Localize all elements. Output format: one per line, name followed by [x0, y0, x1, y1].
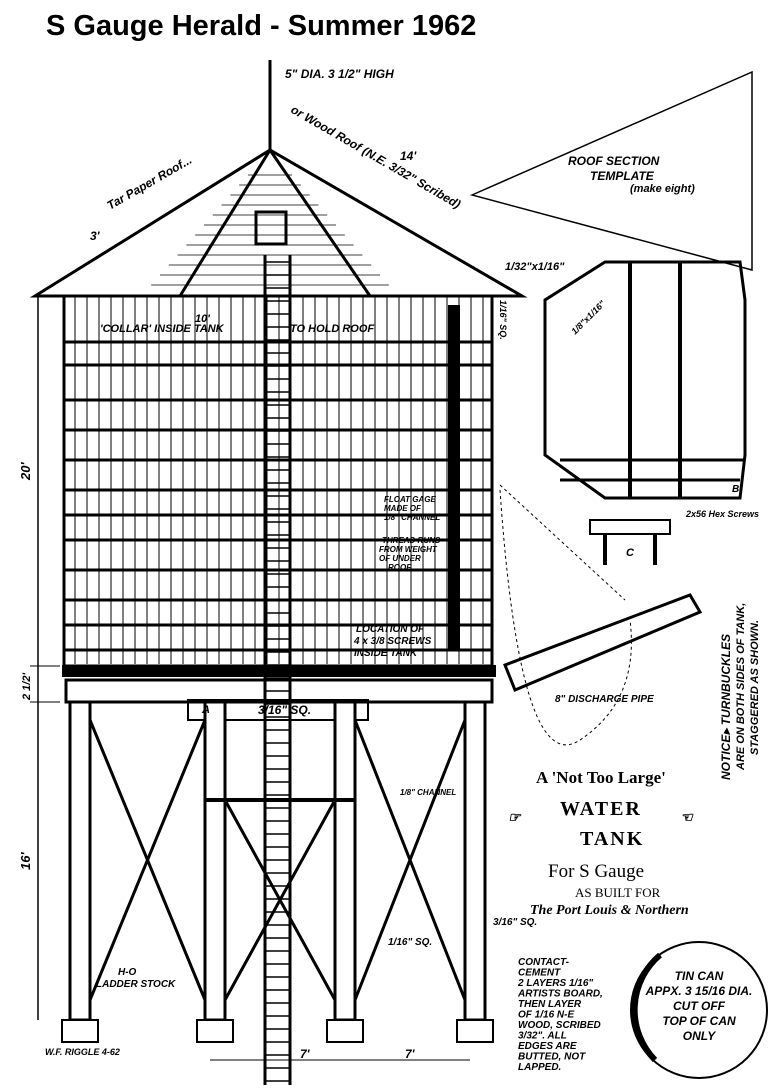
tower-post	[203, 700, 227, 1022]
signature: W.F. RIGGLE 4-62	[45, 1047, 120, 1057]
roof	[29, 60, 528, 298]
height-2-label: 2 1/2'	[21, 673, 33, 701]
note-line: LAPPED.	[518, 1062, 561, 1073]
float-label-1: FLOAT GAGE	[384, 495, 437, 504]
octagon-top-view	[543, 260, 747, 500]
note-line: CUT OFF	[673, 999, 726, 1013]
tin-can-circle	[630, 941, 768, 1079]
notice-line-3: STAGGERED AS SHOWN.	[749, 620, 761, 755]
thread-label-3: OF UNDER	[379, 554, 421, 563]
tower-post	[68, 700, 92, 1022]
note-line: OF 1/16 N-E	[518, 1010, 574, 1021]
trim-label: 1/32"x1/16"	[505, 261, 565, 273]
discharge-pipe	[499, 484, 703, 746]
section-label-2: 1/8"x1/16"	[569, 298, 607, 336]
note-line: 2 LAYERS 1/16"	[517, 978, 593, 989]
collar-label-2: TO HOLD ROOF	[290, 323, 374, 335]
wood-roof-label: or Wood Roof (N.E. 3/32" Scribed)	[289, 102, 464, 211]
marker-b: B	[732, 484, 739, 495]
note-line: CONTACT-	[518, 957, 570, 968]
template-label-1: ROOF SECTION	[568, 154, 660, 168]
ladder-label-1: H-O	[118, 967, 137, 978]
note-line: EDGES ARE	[518, 1041, 577, 1052]
width-label-2: 7'	[405, 1047, 416, 1061]
notice-line-1: NOTICE▸ TURNBUCKLES	[719, 634, 733, 780]
marker-c: C	[626, 547, 635, 559]
collar-dimension: 10'	[195, 313, 210, 325]
finial-label: 5" DIA. 3 1/2" HIGH	[285, 67, 394, 81]
dimension-lines	[30, 296, 470, 1061]
note-line: ARTISTS BOARD,	[517, 989, 603, 1000]
note-line: BUTTED, NOT	[518, 1052, 586, 1063]
note-line: 3/32". ALL	[518, 1031, 567, 1042]
float-label-3: 1/8" CHANNEL	[384, 513, 440, 522]
template-label-2: TEMPLATE	[590, 169, 655, 183]
discharge-label: 8" DISCHARGE PIPE	[555, 694, 654, 705]
footing	[326, 1019, 364, 1043]
tower-legs	[61, 700, 494, 1043]
tar-paper-label: Tar Paper Roof...	[105, 153, 195, 213]
note-line: CEMENT	[518, 968, 561, 979]
post-label: 3/16" SQ.	[493, 917, 537, 928]
footing	[196, 1019, 234, 1043]
page-title: S Gauge Herald - Summer 1962	[46, 10, 477, 42]
thread-label-4: ROOF.	[388, 563, 412, 572]
note-line: APPX. 3 15/16 DIA.	[645, 984, 753, 998]
note-line: TIN CAN	[675, 969, 724, 983]
ladder-label-2: LADDER STOCK	[96, 979, 176, 990]
ladder	[263, 255, 292, 1085]
channel-label: 1/8" CHANNEL	[400, 788, 456, 797]
tank-body	[62, 294, 494, 668]
bracket-detail	[589, 519, 671, 565]
cross-brace	[353, 719, 467, 1001]
footing	[456, 1019, 494, 1043]
screws-label-1: LOCATION OF	[356, 624, 425, 635]
screws-label-3: INSIDE TANK	[354, 648, 418, 659]
roof-length-label: 14'	[400, 149, 417, 163]
section-label-1: 1/16" SQ.	[498, 300, 508, 340]
float-label-2: MADE OF	[384, 504, 422, 513]
cross-brace	[88, 719, 207, 1001]
headline-line-1: A 'Not Too Large'	[536, 768, 666, 787]
width-label-1: 7'	[300, 1047, 311, 1061]
pointing-hand-right-icon: ☜	[680, 809, 694, 825]
template-label-3: (make eight)	[630, 183, 695, 195]
height-16-label: 16'	[18, 852, 33, 870]
height-20-label: 20'	[18, 462, 33, 481]
note-line: ONLY	[683, 1029, 716, 1043]
thread-label-2: FROM WEIGHT	[379, 545, 438, 554]
rod-label: 1/16" SQ.	[388, 937, 432, 948]
headline-water: WATER	[560, 798, 642, 820]
thread-label-1: THREAD RUNS	[382, 536, 441, 545]
strip-label: 1/8 x 1/16	[225, 667, 266, 677]
hex-label: 2x56 Hex Screws	[685, 509, 759, 519]
cross-brace	[223, 799, 337, 1001]
headline-tank: TANK	[580, 828, 644, 850]
collar-label: 'COLLAR' INSIDE TANK	[100, 323, 225, 335]
pointing-hand-left-icon: ☞	[508, 809, 522, 825]
marker-a: A	[201, 704, 210, 716]
headline-for-s-gauge: For S Gauge	[548, 861, 644, 882]
footing	[61, 1019, 99, 1043]
headline-as-built: AS BUILT FOR	[575, 885, 661, 900]
note-line: WOOD, SCRIBED	[518, 1020, 601, 1031]
roof-section-template	[469, 70, 753, 271]
tower-post	[333, 700, 357, 1022]
screws-label-2: 4 x 3/8 SCREWS	[353, 636, 432, 647]
tank-base	[62, 665, 496, 721]
tower-post	[463, 700, 487, 1022]
beam-label: 3/16" SQ.	[258, 703, 311, 717]
notice-line-2: ARE ON BOTH SIDES OF TANK,	[735, 603, 747, 771]
note-line: TOP OF CAN	[662, 1014, 736, 1028]
note-line: THEN LAYER	[518, 999, 582, 1010]
headline-railroad: The Port Louis & Northern	[530, 903, 689, 918]
eave-label: 3'	[90, 229, 101, 243]
